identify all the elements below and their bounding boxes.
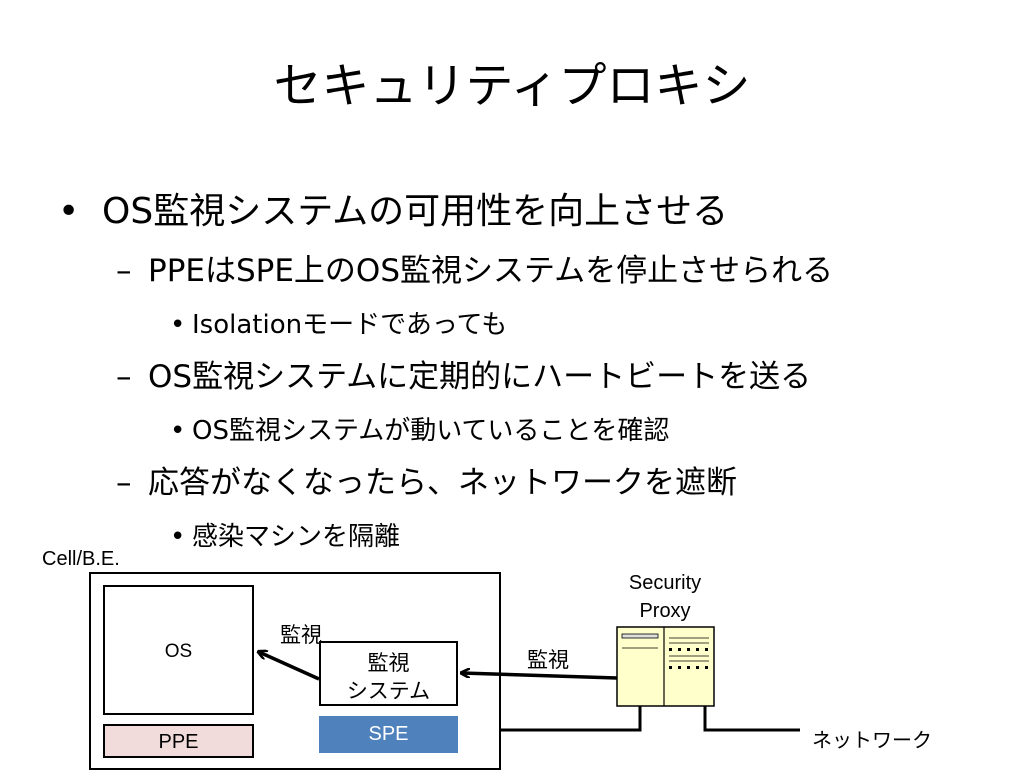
proxy-label-line2: Proxy [639, 600, 691, 622]
bullet-sub1a: •Isolationモードであっても [170, 310, 507, 341]
arrow-label-outer: 監視 [527, 649, 569, 672]
monitor-label-line2: システム [346, 680, 431, 703]
arrow-proxy-to-monitor [462, 673, 618, 680]
ppe-label: PPE [158, 731, 199, 753]
monitor-label-line1: 監視 [367, 652, 410, 675]
dash-marker: – [116, 359, 132, 395]
arrow-label-inner: 監視 [280, 624, 322, 647]
ppe-box: PPE [103, 724, 254, 758]
dash-marker: – [116, 253, 132, 289]
network-line-left [501, 706, 642, 732]
spe-box: SPE [319, 716, 458, 753]
os-label: OS [164, 641, 193, 662]
network-line-right [703, 706, 800, 732]
bullet-marker: • [170, 310, 186, 340]
dash-marker: – [116, 465, 132, 501]
bullet-marker: • [170, 522, 186, 552]
bullet-text: 感染マシンを隔離 [192, 522, 401, 552]
bullet-text: PPEはSPE上のOS監視システムを停止させられる [148, 253, 834, 289]
bullet-marker: • [170, 416, 186, 446]
bullet-text: 応答がなくなったら、ネットワークを遮断 [148, 465, 737, 501]
bullet-text: OS監視システムに定期的にハートビートを送る [148, 359, 812, 395]
bullet-marker: • [58, 191, 80, 232]
bullet-sub3a: •感染マシンを隔離 [170, 522, 400, 553]
spe-label: SPE [368, 723, 409, 745]
bullet-sub1: –PPEはSPE上のOS監視システムを停止させられる [116, 253, 833, 290]
bullet-sub3: –応答がなくなったら、ネットワークを遮断 [116, 465, 737, 502]
bullet-text: OS監視システムが動いていることを確認 [192, 416, 670, 446]
slide-title: セキュリティプロキシ [273, 58, 751, 114]
bullet-text: OS監視システムの可用性を向上させる [102, 191, 729, 232]
arrow-monitor-to-os [259, 652, 320, 681]
bullet-main: • OS監視システムの可用性を向上させる [58, 190, 728, 233]
bullet-sub2: –OS監視システムに定期的にハートビートを送る [116, 359, 811, 396]
os-box: OS [103, 585, 254, 715]
bullet-text: Isolationモードであっても [192, 310, 508, 340]
network-label: ネットワーク [812, 730, 932, 752]
cell-be-label: Cell/B.E. [42, 548, 120, 570]
proxy-label-line1: Security [628, 572, 702, 594]
server-icon [616, 626, 715, 707]
bullet-sub2a: •OS監視システムが動いていることを確認 [170, 416, 669, 447]
monitor-system-box: 監視 システム [319, 641, 458, 706]
